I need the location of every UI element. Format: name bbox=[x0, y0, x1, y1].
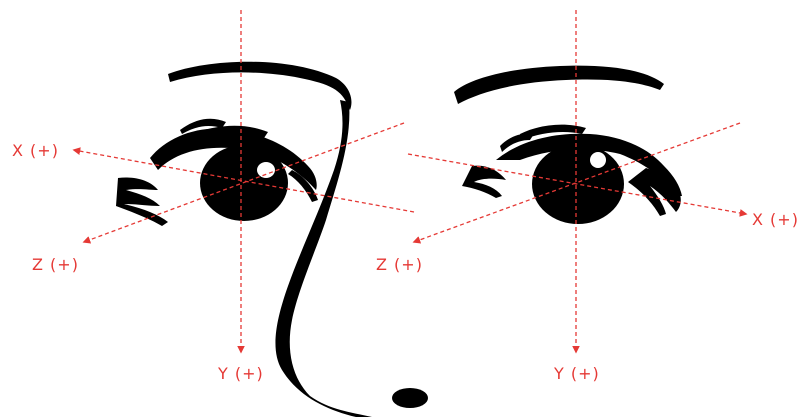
right-eye-highlight bbox=[590, 152, 606, 168]
right-eyebrow bbox=[454, 65, 664, 104]
left-eyebrow bbox=[168, 61, 352, 110]
nose-bridge bbox=[275, 100, 372, 417]
right-x-axis-label: X (+) bbox=[752, 210, 799, 229]
left-y-axis-label: Y (+) bbox=[218, 364, 264, 383]
left-axes bbox=[72, 10, 415, 354]
left-face-drawing bbox=[116, 61, 428, 417]
left-eye-highlight bbox=[257, 162, 275, 178]
right-face-drawing bbox=[454, 65, 682, 224]
right-inner-lashes bbox=[462, 165, 506, 198]
right-upper-lid bbox=[496, 133, 682, 196]
right-outer-lashes bbox=[628, 168, 681, 216]
nostril bbox=[392, 388, 428, 408]
right-iris bbox=[532, 144, 624, 224]
left-upper-lid bbox=[150, 128, 317, 190]
left-lash-top bbox=[180, 118, 226, 134]
left-lower-lashes bbox=[116, 177, 168, 226]
right-x-axis bbox=[407, 153, 748, 217]
right-axes bbox=[407, 10, 748, 354]
left-x-axis bbox=[72, 147, 415, 213]
right-z-axis-label: Z (+) bbox=[376, 255, 423, 274]
left-lash-top-2 bbox=[204, 125, 268, 138]
left-x-axis-label: X (+) bbox=[12, 141, 59, 160]
right-z-axis bbox=[412, 122, 741, 244]
left-z-axis bbox=[82, 122, 405, 244]
right-lash-top-2 bbox=[520, 124, 586, 140]
left-z-axis-label: Z (+) bbox=[32, 255, 79, 274]
right-y-axis-label: Y (+) bbox=[554, 364, 600, 383]
left-outer-lash bbox=[288, 170, 318, 202]
